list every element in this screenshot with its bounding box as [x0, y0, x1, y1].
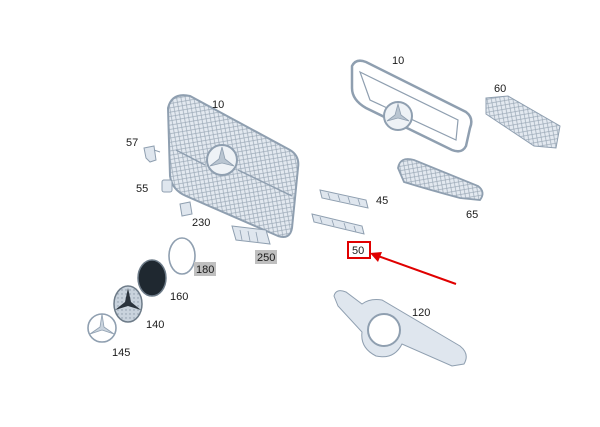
callout-10-main: 10	[212, 99, 224, 111]
callout-180: 180	[196, 264, 214, 276]
main-grille	[166, 94, 300, 238]
callout-230: 230	[192, 217, 210, 229]
callout-145: 145	[112, 347, 130, 359]
callout-57: 57	[126, 137, 138, 149]
star-emblem-140	[113, 285, 143, 323]
callout-140: 140	[146, 319, 164, 331]
clip-230	[179, 201, 193, 217]
star-emblem-145	[87, 313, 117, 343]
callout-250: 250	[257, 252, 275, 264]
grille-frame	[350, 59, 473, 153]
callout-60: 60	[494, 83, 506, 95]
clip-55	[161, 179, 173, 193]
callout-65: 65	[466, 209, 478, 221]
highlight-arrow	[370, 252, 457, 285]
callout-120: 120	[412, 307, 430, 319]
cover-250	[231, 225, 271, 245]
trim-ring-120	[333, 290, 467, 367]
insert-50	[311, 213, 365, 235]
clip-57	[143, 145, 161, 163]
callout-55: 55	[136, 183, 148, 195]
callout-45: 45	[376, 195, 388, 207]
insert-45	[319, 189, 369, 209]
callout-10-frame: 10	[392, 55, 404, 67]
callout-50: 50	[352, 245, 364, 257]
callout-160: 160	[170, 291, 188, 303]
lower-grille	[397, 158, 484, 201]
emblem-160	[137, 259, 167, 297]
lower-mesh-insert	[485, 95, 561, 149]
ring-180	[168, 237, 196, 275]
highlight-box	[347, 241, 371, 259]
